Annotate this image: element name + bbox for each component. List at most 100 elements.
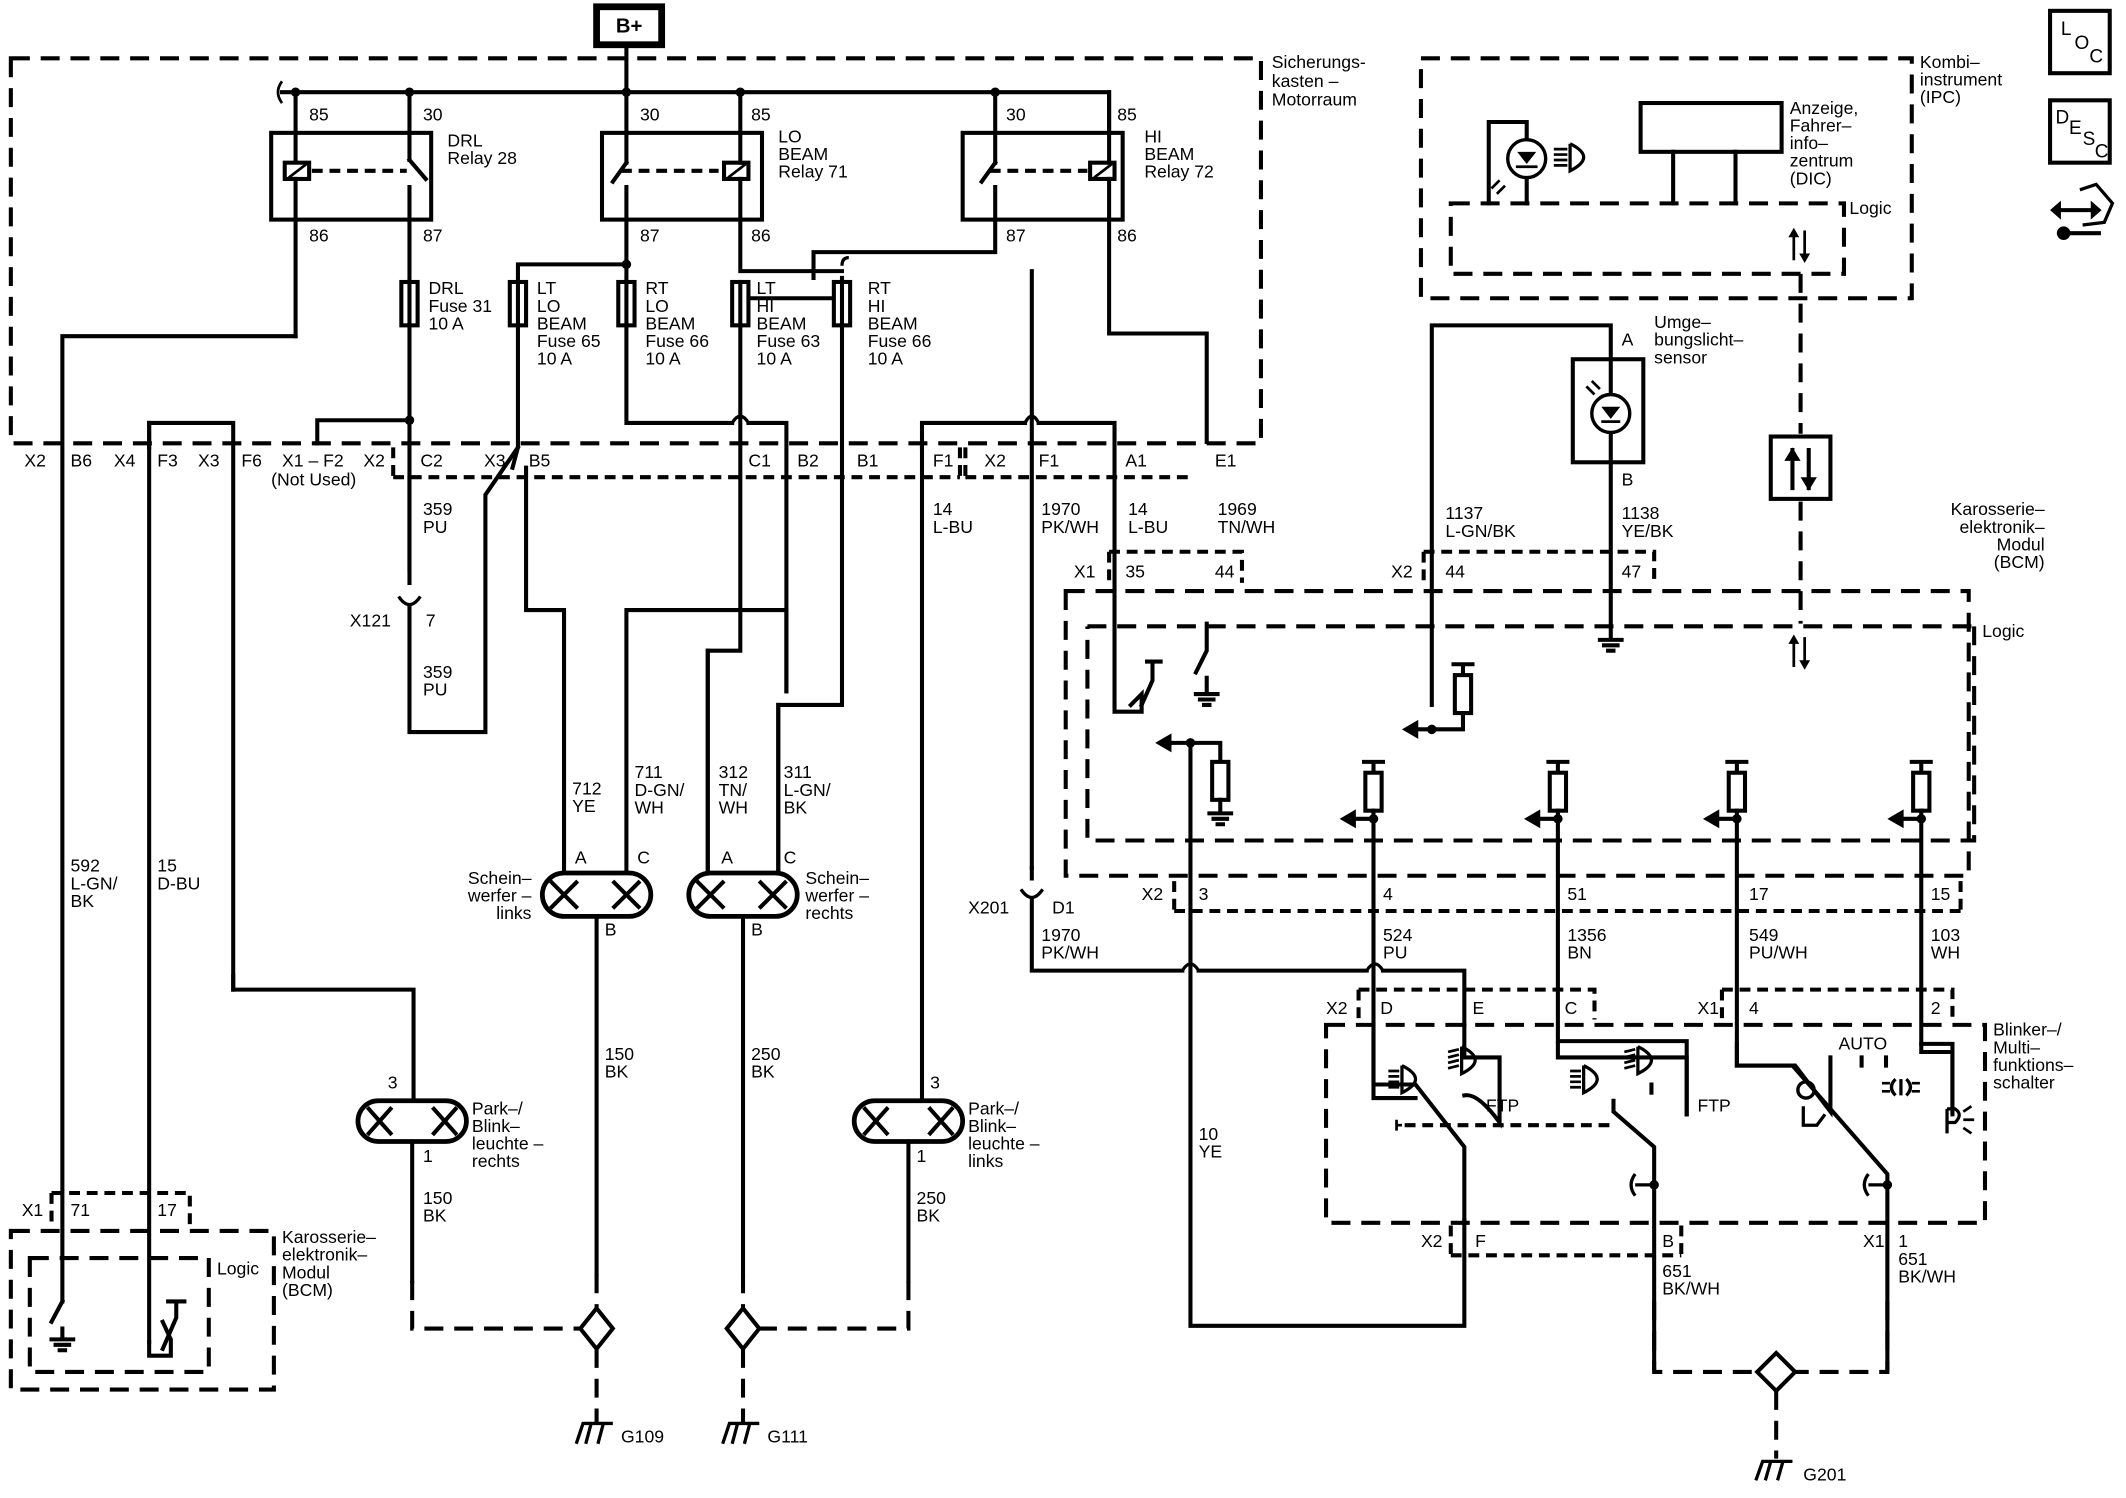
conn-label: C2: [420, 450, 443, 470]
conn-label: X2: [984, 450, 1006, 470]
icon-letter: C: [2089, 46, 2103, 67]
wire-color: L-BU: [933, 517, 973, 537]
bcm-title: Karosserie–: [1951, 499, 2045, 519]
conn-label: X1: [1698, 998, 1720, 1018]
wire-color: D-GN/: [635, 780, 685, 800]
pin-label: C: [784, 848, 797, 868]
wire-color: L-GN/BK: [1445, 521, 1516, 541]
fusebox-title-1: Sicherungs-: [1272, 52, 1366, 72]
x121-label: X121: [350, 610, 391, 630]
conn-label: X2: [1391, 562, 1413, 582]
icon-letter: D: [2055, 107, 2069, 128]
wire-color: L-GN/: [71, 873, 118, 893]
wire-num: 359: [423, 499, 452, 519]
x201-pin: D1: [1052, 898, 1075, 918]
wire-num: 712: [572, 778, 601, 798]
wire-color: PK/WH: [1041, 517, 1099, 537]
conn-label: B1: [857, 450, 879, 470]
wire-num: 311: [784, 762, 812, 782]
conn-label: X3: [484, 450, 506, 470]
headlamp-name: rechts: [805, 903, 853, 923]
ftp-label: FTP: [1486, 1096, 1519, 1116]
conn-label: X2: [1326, 998, 1348, 1018]
conn-label: E1: [1215, 450, 1237, 470]
conn-label: 17: [1749, 884, 1769, 904]
loc-icon[interactable]: L O C: [2048, 8, 2112, 76]
fuse-label: LO: [645, 296, 669, 316]
wire-color: BK: [423, 1205, 447, 1225]
conn-label: F6: [241, 450, 262, 470]
wire-color: PU: [423, 517, 447, 537]
conn-label: 44: [1445, 562, 1465, 582]
wire-num: 651: [1898, 1249, 1927, 1269]
wire-color: BK/WH: [1898, 1266, 1956, 1286]
hi-beam-relay: 30 85 87 86 HI BEAM Relay 72: [811, 90, 1214, 444]
fuse-label: Fuse 66: [868, 331, 932, 351]
conn-label: 51: [1567, 884, 1587, 904]
bcm-inputs: [1339, 759, 1933, 829]
fuse-lt-hi-beam-63: LT HI BEAM Fuse 63 10 A: [730, 278, 820, 369]
icon-letter: C: [2095, 141, 2109, 162]
fuse-label: LT: [757, 278, 776, 298]
low-beam-icon: [1388, 1064, 1418, 1096]
conn-label: B: [1662, 1231, 1674, 1251]
headlamp-name: links: [496, 903, 531, 923]
drl-relay: 85 30 86 87 DRL Relay 28: [269, 90, 517, 339]
bcm-title: (BCM): [1994, 552, 2045, 572]
ipc-module: Kombi– instrument (IPC) Logic Anzeige, F…: [1418, 52, 2002, 301]
lo-relay-pin-87: 87: [640, 225, 660, 245]
desc-icon[interactable]: D E S C: [2048, 98, 2112, 165]
dic-label: info–: [1790, 133, 1828, 153]
lo-relay-name-2: BEAM: [778, 144, 828, 164]
conn-label: B5: [529, 450, 551, 470]
ftp-label: FTP: [1698, 1096, 1731, 1116]
fusebox-title-2: kasten –: [1272, 71, 1339, 91]
lo-relay-name-1: LO: [778, 126, 802, 146]
conn-label: 47: [1622, 562, 1642, 582]
conn-label: X4: [114, 450, 136, 470]
high-beam-icon: [1447, 1045, 1477, 1077]
conn-label: B2: [797, 450, 819, 470]
park-lamp-name: Blink–: [472, 1116, 520, 1136]
fuse-label: RT: [645, 278, 668, 298]
conn-label: C1: [748, 450, 771, 470]
hi-relay-pin-85: 85: [1117, 105, 1137, 125]
conn-label: X1 – F2: [282, 450, 344, 470]
park-lamp-name: rechts: [472, 1151, 520, 1171]
multifunction-switch: X2 D E C X1 4 2 Blinker–/ Multi– funktio…: [1324, 987, 2074, 1372]
wire-num: 549: [1749, 925, 1778, 945]
ipc-title: instrument: [1920, 69, 2002, 89]
bcm-title: elektronik–: [1959, 517, 2044, 537]
fuse-label: DRL: [428, 278, 463, 298]
wire-color: WH: [635, 797, 664, 817]
fuse-rt-lo-beam-66: RT LO BEAM Fuse 66 10 A: [616, 278, 709, 369]
fuse-label: BEAM: [645, 313, 695, 333]
wire-num: 524: [1383, 925, 1413, 945]
battery-label: B+: [616, 16, 643, 38]
wire-color: PU: [423, 679, 447, 699]
headlamp-left: A C B Schein– werfer – links: [467, 848, 654, 1277]
headlamp-off-icon: [1801, 1106, 1827, 1127]
conn-label: D: [1380, 998, 1393, 1018]
wire-color: PK/WH: [1041, 942, 1099, 962]
bcm-input-17: [1702, 759, 1749, 829]
x121-pin: 7: [426, 610, 436, 630]
wire-num: 312: [719, 762, 748, 782]
fusebox-title-3: Motorraum: [1272, 90, 1357, 110]
bcm-title: Modul: [1997, 534, 2045, 554]
conn-label: F: [1475, 1231, 1486, 1251]
icon-letter: O: [2074, 33, 2089, 54]
wire-color: YE: [1199, 1142, 1223, 1162]
sensor-pin-b: B: [1622, 469, 1634, 489]
conn-label: E: [1472, 998, 1484, 1018]
bcm-input-15: [1887, 759, 1933, 829]
lo-relay-pin-30: 30: [640, 105, 660, 125]
conn-label: 17: [157, 1200, 177, 1220]
fuse-label: Fuse 65: [537, 331, 601, 351]
diagnostic-connector-icon[interactable]: [2050, 182, 2115, 240]
switch-title: funktions–: [1993, 1055, 2073, 1075]
drl-relay-name-2: Relay 28: [447, 148, 517, 168]
conn-label: X2: [1142, 884, 1164, 904]
fuse-label: 10 A: [757, 349, 793, 369]
wire-color: BK: [71, 891, 95, 911]
